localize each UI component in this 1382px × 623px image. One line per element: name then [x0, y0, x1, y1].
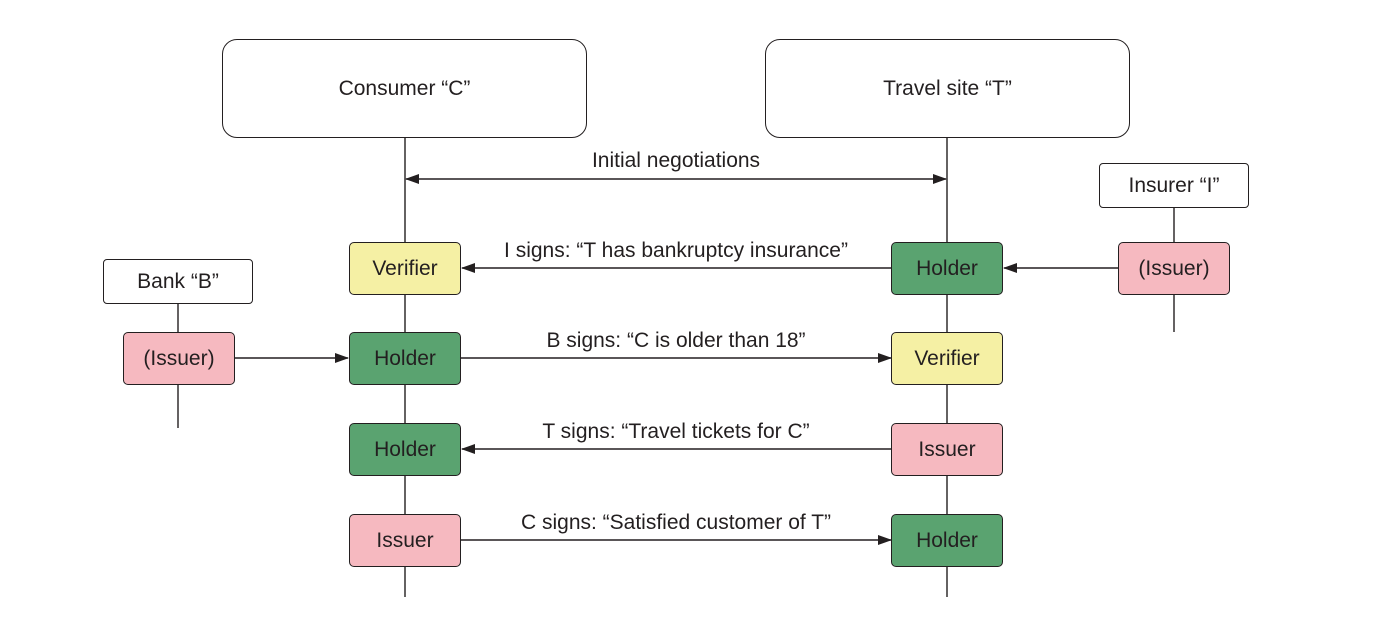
consumer-actor-box: Consumer “C”	[222, 39, 587, 138]
travel-site-verifier-role: Verifier	[891, 332, 1003, 385]
bank-issuer-role: (Issuer)	[123, 332, 235, 385]
bank-actor-box: Bank “B”	[103, 259, 253, 304]
satisfied-message-label: C signs: “Satisfied customer of T”	[520, 511, 832, 534]
consumer-verifier-role: Verifier	[349, 242, 461, 295]
insurance-message-label: I signs: “T has bankruptcy insurance”	[504, 239, 848, 262]
initial-negotiations-label: Initial negotiations	[591, 149, 761, 172]
tickets-message-label: T signs: “Travel tickets for C”	[542, 420, 810, 443]
insurer-actor-box: Insurer “I”	[1099, 163, 1249, 208]
age-message-label: B signs: “C is older than 18”	[546, 329, 806, 352]
consumer-issuer-role: Issuer	[349, 514, 461, 567]
consumer-holder-role-tickets: Holder	[349, 423, 461, 476]
travel-site-holder-role-review: Holder	[891, 514, 1003, 567]
travel-site-actor-box: Travel site “T”	[765, 39, 1130, 138]
insurer-issuer-role: (Issuer)	[1118, 242, 1230, 295]
travel-site-issuer-role: Issuer	[891, 423, 1003, 476]
travel-site-holder-role: Holder	[891, 242, 1003, 295]
consumer-holder-role: Holder	[349, 332, 461, 385]
